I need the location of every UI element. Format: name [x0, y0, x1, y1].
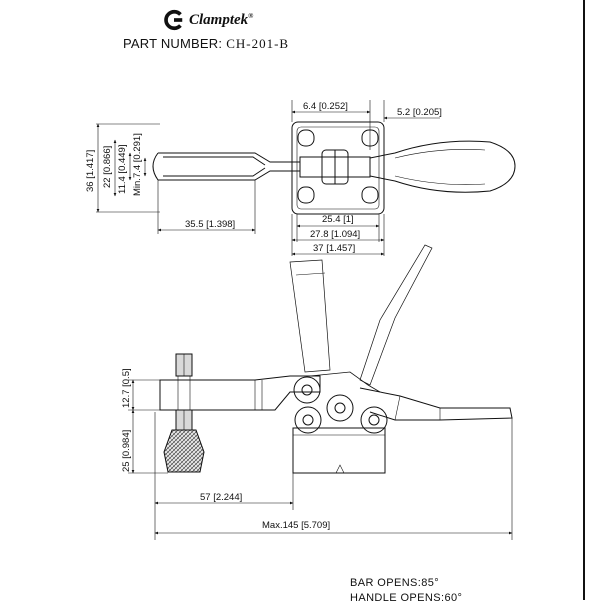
dim-25-4: 25.4 [1] — [322, 214, 354, 225]
dim-37: 37 [1.457] — [313, 243, 355, 254]
dim-11-4: 11.4 [0.449] — [117, 145, 128, 194]
handle-open-position — [359, 244, 433, 386]
handle-opens-note: HANDLE OPENS:60° — [350, 592, 463, 604]
side-view — [128, 244, 513, 540]
opening-angle-notes: BAR OPENS:85° HANDLE OPENS:60° — [350, 576, 462, 606]
handle-closed — [359, 387, 513, 421]
dim-36: 36 [1.417] — [85, 150, 96, 192]
pivot-upper — [293, 376, 321, 404]
part-number-label: PART NUMBER: — [123, 36, 223, 51]
pivot-left — [294, 406, 322, 434]
bar-opens-note: BAR OPENS:85° — [350, 577, 440, 589]
sheet-border-line — [583, 0, 585, 600]
top-base-plate — [291, 121, 385, 215]
mount-hole-br — [361, 186, 379, 204]
dim-25: 25 [0.984] — [121, 430, 132, 472]
mount-hole-tl — [297, 129, 315, 147]
dim-57: 57 [2.244] — [200, 492, 242, 503]
pivot-center — [326, 394, 354, 422]
dim-6-4: 6.4 [0.252] — [303, 101, 348, 112]
top-view — [96, 100, 516, 256]
clamptek-logo-icon — [164, 9, 183, 31]
dim-5-2: 5.2 [0.205] — [397, 107, 442, 118]
dim-min-7-4: Min.7.4 [0.291] — [132, 133, 143, 196]
handle-top — [369, 140, 516, 193]
mount-hole-bl — [297, 186, 315, 204]
part-number-value: CH-201-B — [226, 36, 290, 51]
pivot-right — [360, 406, 388, 434]
dim-35-5: 35.5 [1.398] — [185, 219, 235, 230]
brand-logo: Clamptek® — [163, 9, 253, 31]
dim-27-8: 27.8 [1.094] — [310, 229, 360, 240]
brand-name: Clamptek® — [189, 11, 254, 28]
bar-open-position — [289, 259, 331, 373]
dim-12-7: 12.7 [0.5] — [121, 368, 132, 408]
dim-max-145: Max.145 [5.709] — [262, 520, 330, 531]
clamp-arm — [159, 375, 321, 411]
dim-22: 22 [0.866] — [102, 146, 113, 188]
side-base — [292, 427, 386, 474]
spindle-bar — [158, 152, 300, 181]
spindle-rubber-tip — [163, 429, 205, 473]
part-number-line: PART NUMBER:CH-201-B — [123, 36, 289, 52]
